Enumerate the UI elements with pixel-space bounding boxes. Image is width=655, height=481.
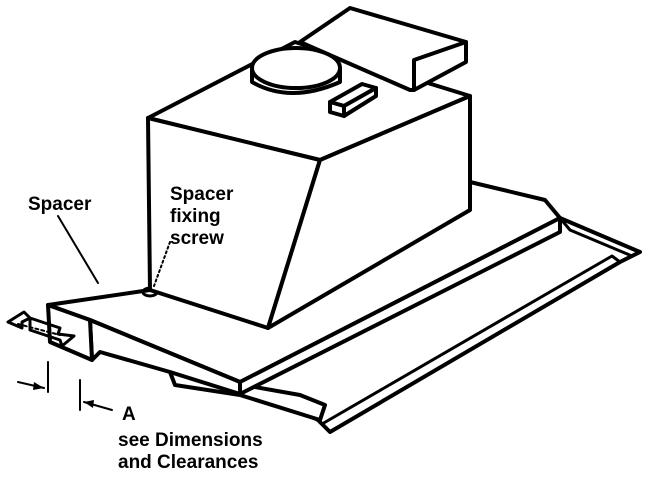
screw-label-line2: fixing (170, 206, 221, 227)
dimension-note-line2: and Clearances (118, 452, 258, 473)
dimension-a (17, 361, 113, 411)
screw-label-line3: screw (170, 228, 224, 249)
screw-label-line1: Spacer (170, 184, 234, 205)
top-tab (328, 82, 378, 118)
dimension-note-line1: see Dimensions (118, 430, 263, 451)
spacer-label: Spacer (28, 194, 92, 215)
screw-leader (153, 241, 171, 287)
spacer-leader (57, 215, 99, 284)
dimension-letter: A (122, 404, 136, 425)
rear-block (298, 6, 468, 92)
slide-arrow-icon (6, 310, 76, 348)
exhaust-outlet-icon (250, 46, 342, 95)
